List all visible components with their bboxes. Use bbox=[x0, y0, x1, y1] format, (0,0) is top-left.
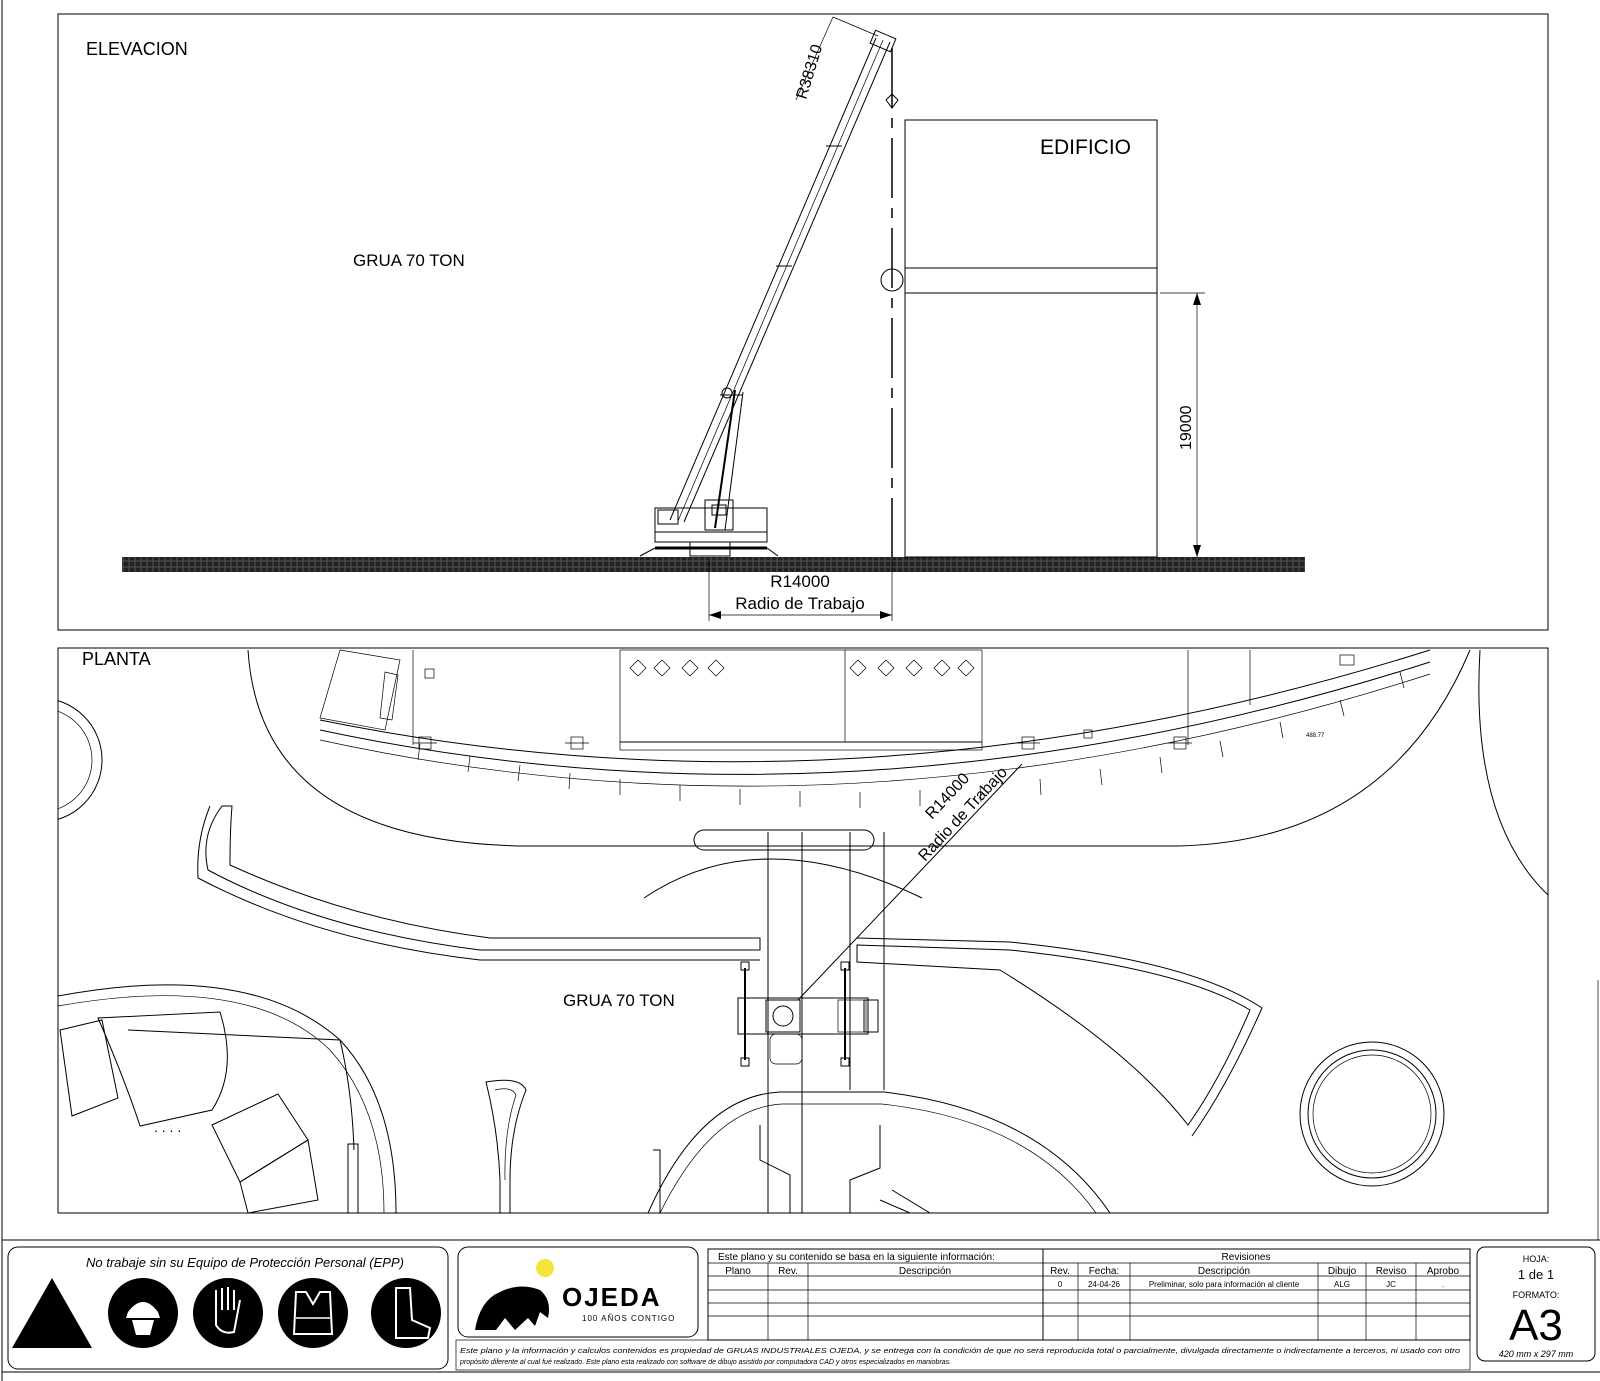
rev-row-descripcion: Preliminar, solo para información al cli… bbox=[1149, 1280, 1300, 1289]
crane-boom bbox=[669, 29, 897, 531]
rev-row-rev: 0 bbox=[1058, 1280, 1063, 1289]
building-label: EDIFICIO bbox=[1040, 136, 1131, 159]
info-header: Este plano y su contenido se basa en la … bbox=[718, 1252, 995, 1263]
crane-plan bbox=[737, 961, 879, 1067]
working-radius-dimension: R14000 Radio de Trabajo bbox=[708, 560, 893, 621]
logo-tagline: 100 AÑOS CONTIGO bbox=[582, 1314, 675, 1323]
revisions-header: Revisiones bbox=[1222, 1252, 1271, 1263]
hook-line bbox=[880, 48, 904, 557]
rev-row-reviso: JC bbox=[1386, 1280, 1396, 1289]
plan-small-value: 488.77 bbox=[1306, 733, 1325, 739]
plan-section-label: PLANTA bbox=[82, 649, 151, 669]
disclaimer-line-1: Este plano y la información y calculos c… bbox=[460, 1348, 1460, 1355]
elevation-crane-label: GRUA 70 TON bbox=[353, 251, 465, 270]
info-col-rev: Rev. bbox=[778, 1266, 798, 1277]
format-size: 420 mm x 297 mm bbox=[1499, 1349, 1574, 1359]
gloves-icon bbox=[193, 1278, 263, 1348]
logo-sun-icon bbox=[536, 1259, 554, 1277]
rev-col-aprobo: Aprobo bbox=[1427, 1266, 1460, 1277]
elevation-view: ELEVACION GRUA 70 TON EDIFICIO 19000 bbox=[57, 13, 1549, 631]
sheet-value: 1 de 1 bbox=[1518, 1267, 1554, 1282]
crane-carrier bbox=[639, 499, 779, 557]
elevation-section-label: ELEVACION bbox=[86, 39, 188, 59]
rev-col-rev: Rev. bbox=[1050, 1266, 1070, 1277]
svg-text:. . . .: . . . . bbox=[154, 1119, 181, 1135]
rev-row-dibujo: ALG bbox=[1334, 1280, 1350, 1289]
plan-radius-line bbox=[797, 763, 1023, 1001]
building: EDIFICIO bbox=[904, 119, 1158, 558]
rev-col-descripcion: Descripción bbox=[1198, 1266, 1250, 1277]
load-block bbox=[880, 268, 904, 292]
rev-row-fecha: 24-04-26 bbox=[1088, 1280, 1121, 1289]
plan-frame bbox=[57, 647, 1549, 1214]
ground-line bbox=[122, 557, 1305, 572]
elevation-frame bbox=[57, 13, 1549, 631]
plan-crane-label: GRUA 70 TON bbox=[563, 991, 675, 1010]
boom-radius-dimension: R38310 bbox=[794, 16, 879, 102]
disclaimer-line-2: propósito diferente al cual fué realizad… bbox=[459, 1359, 951, 1366]
epp-warning: No trabaje sin su Equipo de Protección P… bbox=[86, 1255, 404, 1270]
info-table: Este plano y su contenido se basa en la … bbox=[707, 1248, 1471, 1341]
info-col-plano: Plano bbox=[725, 1266, 751, 1277]
logo-name: OJEDA bbox=[562, 1282, 662, 1312]
title-block: No trabaje sin su Equipo de Protección P… bbox=[2, 1239, 1600, 1373]
info-col-descripcion: Descripción bbox=[899, 1266, 951, 1277]
logo-mammoth-icon bbox=[475, 1286, 549, 1330]
rev-row-aprobo: . bbox=[1442, 1280, 1444, 1289]
sheet-label: HOJA: bbox=[1523, 1254, 1550, 1264]
plan-view: 488.77 R14000 Radio de Tra bbox=[57, 647, 1599, 1240]
format-label: FORMATO: bbox=[1513, 1290, 1560, 1300]
rev-col-dibujo: Dibujo bbox=[1328, 1266, 1357, 1277]
vest-icon bbox=[278, 1278, 348, 1348]
warning-triangle-icon bbox=[12, 1278, 92, 1348]
elevation-radius-label: R14000 bbox=[770, 572, 830, 591]
elevation-radius-caption: Radio de Trabajo bbox=[735, 594, 864, 613]
sheet-format-box bbox=[1476, 1246, 1596, 1362]
height-dimension-label: 19000 bbox=[1178, 405, 1195, 450]
epp-box bbox=[7, 1246, 449, 1370]
boots-icon bbox=[371, 1278, 441, 1348]
rev-col-reviso: Reviso bbox=[1376, 1266, 1407, 1277]
boom-radius-label: R38310 bbox=[794, 43, 827, 102]
logo-box bbox=[457, 1246, 699, 1338]
rev-col-fecha: Fecha: bbox=[1089, 1266, 1120, 1277]
table-row: 0 24-04-26 Preliminar, solo para informa… bbox=[1058, 1280, 1444, 1289]
format-value: A3 bbox=[1509, 1301, 1563, 1350]
height-dimension: 19000 bbox=[1160, 292, 1205, 557]
